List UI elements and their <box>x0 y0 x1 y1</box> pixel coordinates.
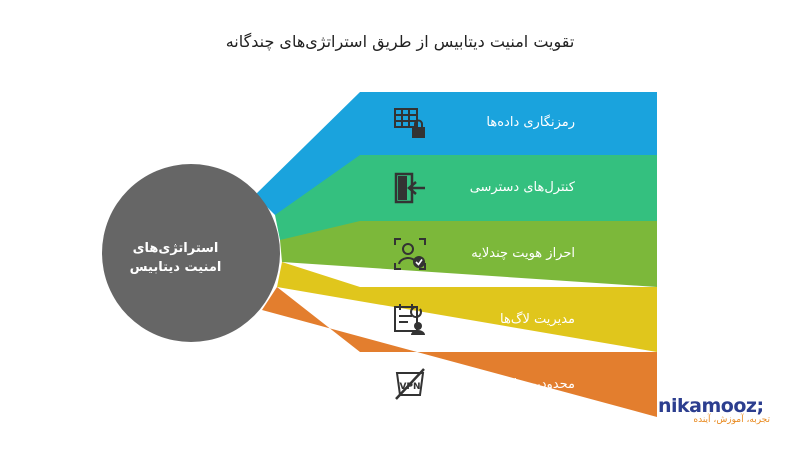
face-verified-icon <box>392 236 428 272</box>
door-enter-icon <box>392 170 428 206</box>
encrypted-table-lock-icon <box>392 105 428 141</box>
log-clipboard-icon <box>392 301 428 337</box>
band-label-log-management: مدیریت لاگ‌ها <box>500 312 575 327</box>
band-log-management <box>277 262 657 352</box>
band-label-mfa: احراز هویت چندلایه <box>471 246 575 261</box>
brand-logo: nikamooz; تجربه، آموزش، آینده <box>658 395 786 425</box>
band-mfa <box>280 221 657 287</box>
band-label-access-control: کنترل‌های دسترسی <box>469 180 575 195</box>
diagram-title: تقویت امنیت دیتابیس از طریق استراتژی‌های… <box>225 32 575 51</box>
band-label-encryption: رمزنگاری داده‌ها <box>486 115 575 130</box>
svg-text:VPN: VPN <box>399 382 420 392</box>
brand-tagline: تجربه، آموزش، آینده <box>693 415 770 425</box>
hub-circle <box>102 164 280 342</box>
vpn-blocked-icon: VPN <box>392 366 428 402</box>
hub-label: استراتژی‌های امنیت دیتابیس <box>129 241 222 275</box>
band-access-control <box>275 155 657 240</box>
brand-name: nikamooz; <box>658 395 764 417</box>
band-network-restriction <box>262 287 657 417</box>
band-label-network-restriction: محدودیت‌های شبکه‌ای <box>456 377 575 392</box>
